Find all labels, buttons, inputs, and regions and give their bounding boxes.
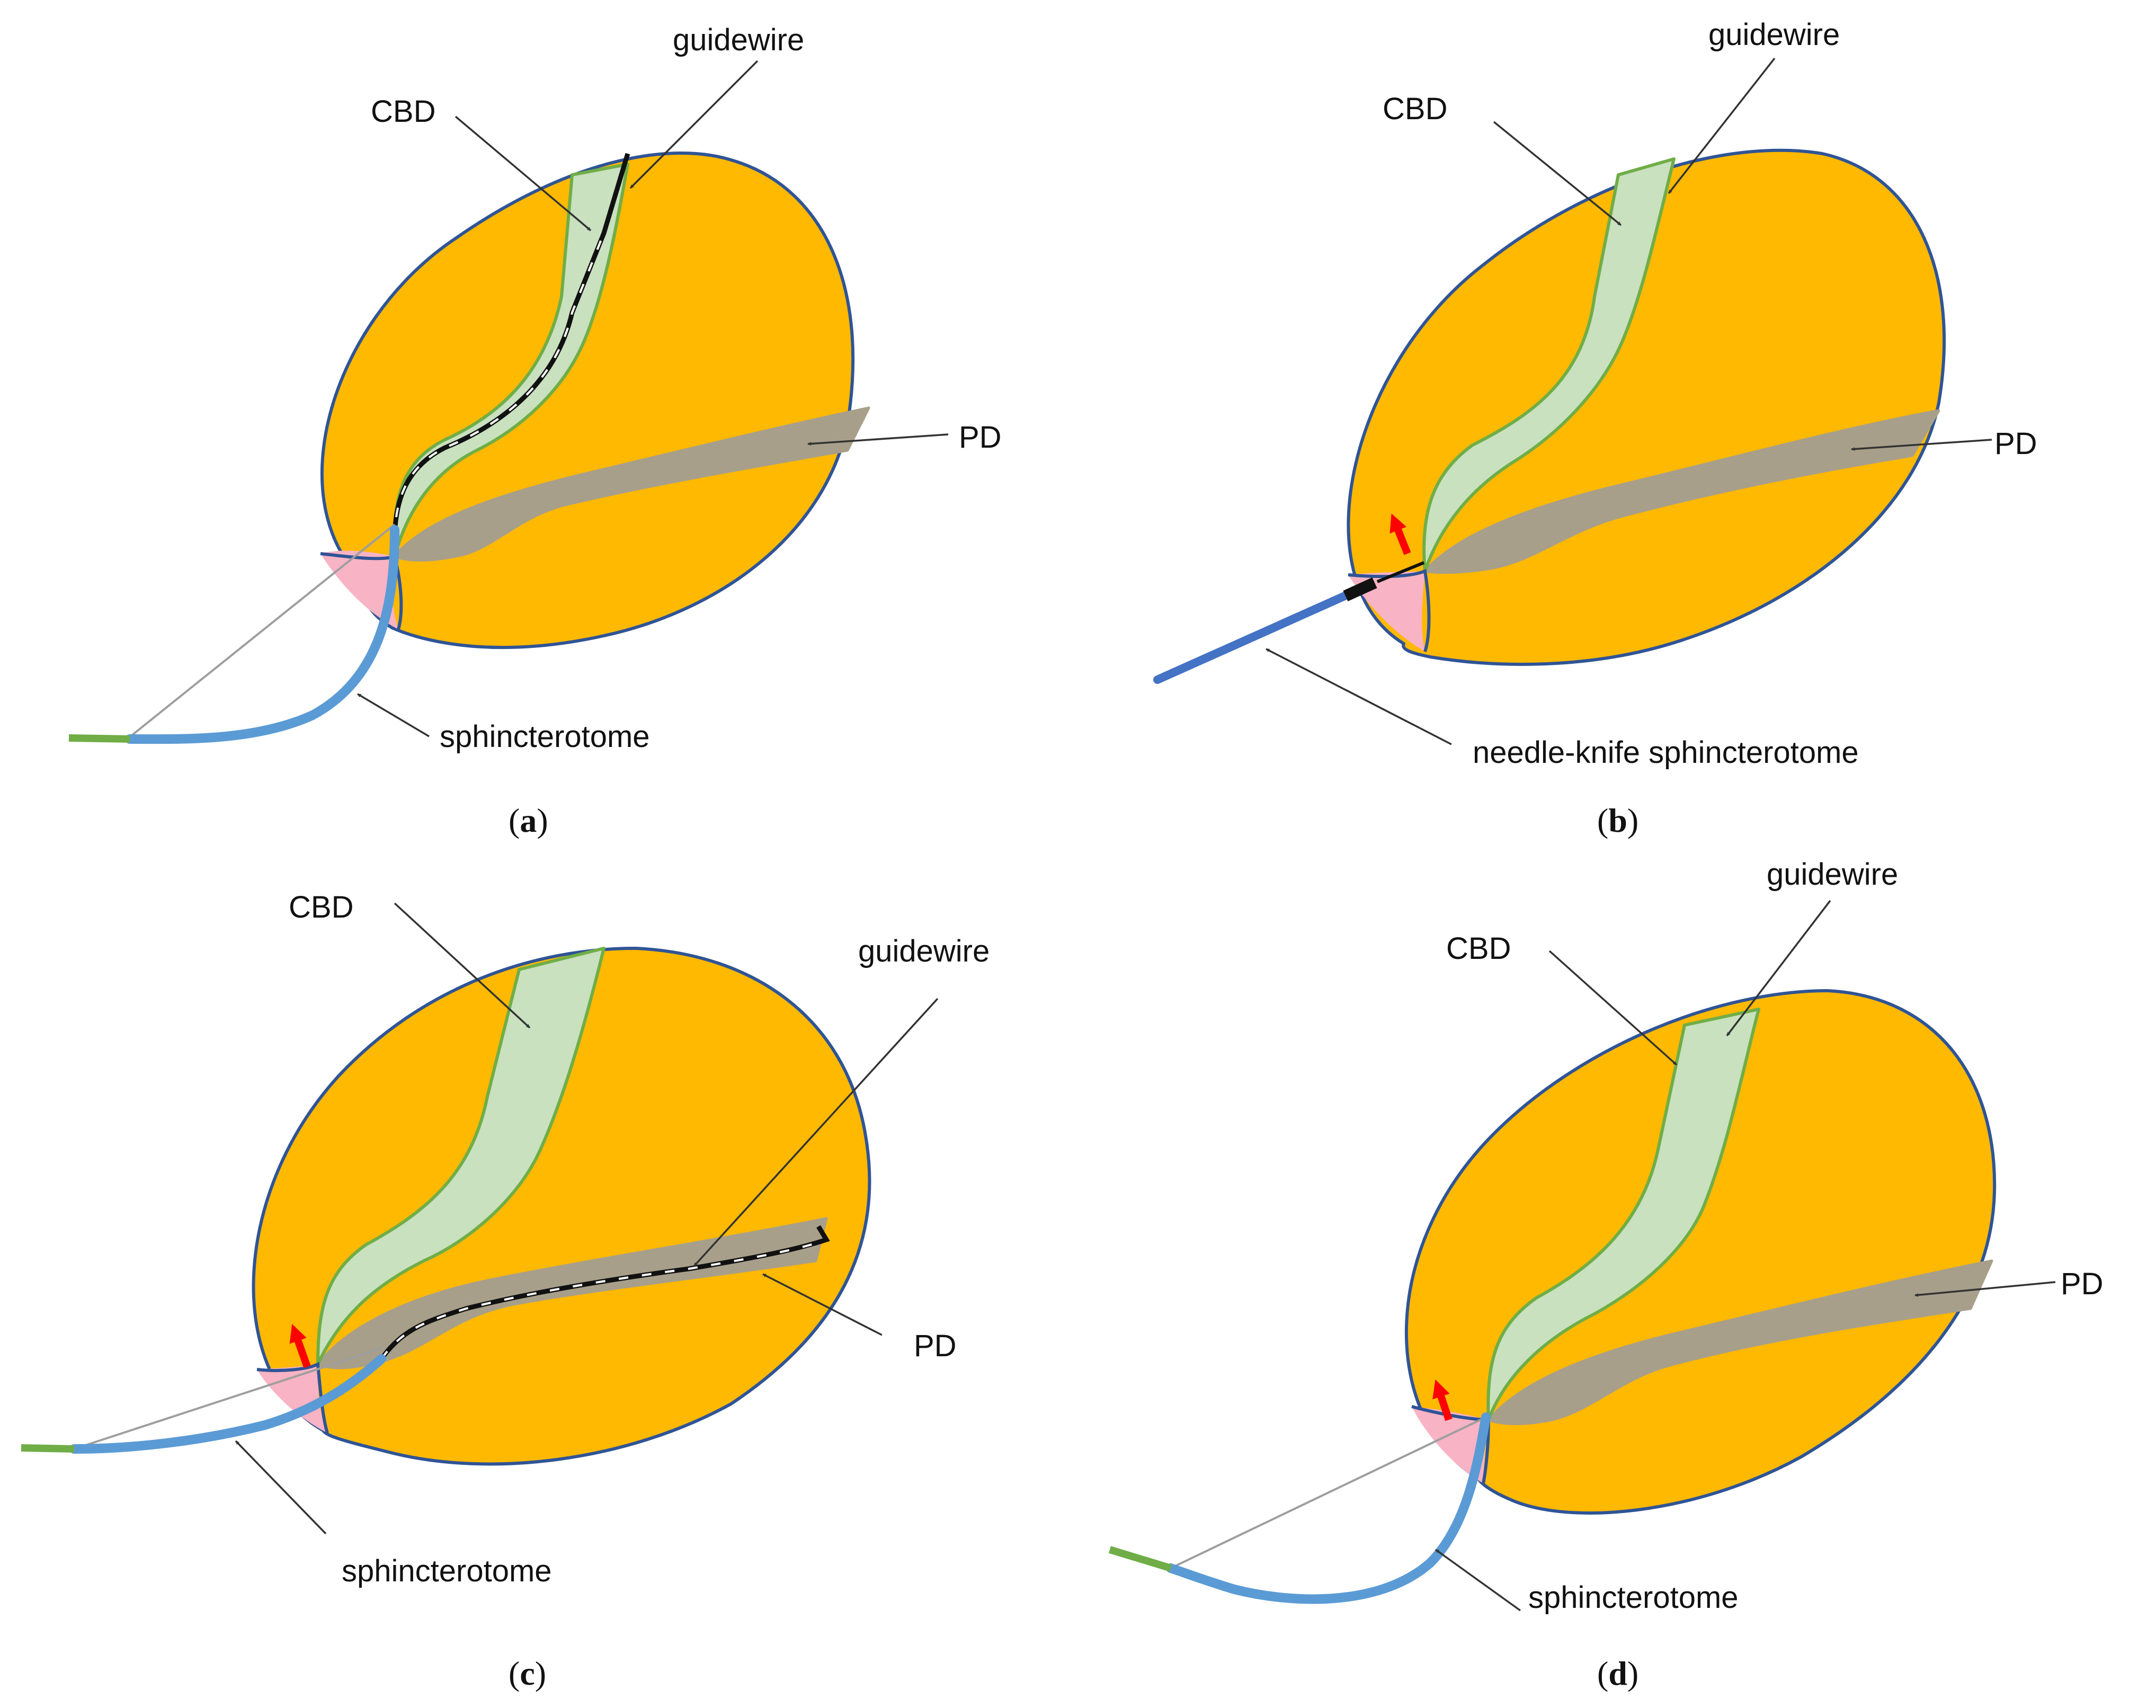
orifice-a	[320, 550, 398, 629]
pd-label-d: PD	[2061, 1267, 2104, 1301]
tool-pointer-b	[1266, 648, 1452, 745]
panel-b: CBD guidewire PD needle-knife sphinctero…	[1153, 17, 2037, 839]
pancreatic-duct-d	[1487, 1259, 1993, 1425]
pancreatic-duct-a	[393, 406, 870, 562]
tool-pointer-c	[235, 1440, 327, 1535]
needle-knife-shaft-b	[1153, 590, 1352, 684]
panel-c: CBD guidewire PD sphincterotome (c)	[21, 890, 990, 1692]
cbd-label-a: CBD	[371, 94, 435, 129]
tool-label-c: sphincterotome	[342, 1554, 552, 1588]
cbd-pointer-c	[394, 902, 531, 1029]
pd-label-a: PD	[959, 420, 1002, 455]
common-bile-duct-a	[393, 163, 629, 558]
caption-b: (b)	[1597, 802, 1638, 839]
pd-pointer-c	[762, 1273, 883, 1336]
papilla-fold-c	[256, 1362, 329, 1434]
cutting-wire-a	[126, 523, 396, 740]
tool-label-a: sphincterotome	[440, 719, 650, 754]
pd-pointer-b	[1851, 439, 1992, 451]
pancreatic-duct-c	[316, 1217, 828, 1369]
red-arrow-c	[289, 1323, 311, 1368]
cbd-pointer-d	[1548, 950, 1678, 1066]
cbd-label-c: CBD	[289, 890, 353, 924]
caption-d: (d)	[1597, 1654, 1638, 1692]
guidewire-label-c: guidewire	[858, 934, 990, 968]
needle-knife-blade-b	[1376, 561, 1425, 583]
panel-d: CBD guidewire PD sphincterotome (d)	[1108, 857, 2104, 1692]
guidewire-pointer-a	[629, 60, 759, 189]
caption-c: (c)	[509, 1654, 546, 1692]
red-arrow-d	[1432, 1379, 1453, 1421]
pd-pointer-d	[1914, 1281, 2056, 1297]
pd-pointer-a	[807, 433, 949, 446]
guidewire-c	[379, 1225, 830, 1360]
sphincterotome-d	[1166, 1412, 1491, 1604]
needle-knife-sheath-b	[1343, 577, 1377, 602]
caption-a: (a)	[509, 802, 548, 839]
common-bile-duct-d	[1486, 1008, 1760, 1421]
guidewire-a	[392, 153, 630, 541]
cbd-label-b: CBD	[1383, 92, 1447, 126]
cbd-label-d: CBD	[1446, 931, 1511, 966]
catheter-tip-c	[21, 1444, 75, 1453]
tool-label-d: sphincterotome	[1528, 1580, 1739, 1615]
orifice-c	[257, 1364, 327, 1433]
panel-a: CBD guidewire PD sphincterotome (a)	[68, 23, 1002, 839]
guidewire-label-d: guidewire	[1767, 857, 1898, 892]
cutting-wire-d	[1170, 1416, 1486, 1569]
catheter-tip-a	[68, 734, 130, 743]
guidewire-label-a: guidewire	[673, 23, 804, 57]
guidewire-sheen-c	[380, 1241, 819, 1360]
common-bile-duct-b	[1422, 157, 1676, 573]
red-arrow-b	[1389, 513, 1411, 555]
guidewire-pointer-d	[1726, 900, 1831, 1037]
sphincterotome-c	[69, 1354, 386, 1454]
cbd-pointer-b	[1493, 121, 1622, 226]
tool-pointer-a	[357, 693, 430, 737]
tool-pointer-d	[1435, 1549, 1521, 1612]
guidewire-sheen-a	[394, 233, 605, 541]
pancreatic-duct-b	[1423, 409, 1940, 574]
pd-label-b: PD	[1994, 426, 2037, 461]
cutting-wire-c	[74, 1347, 382, 1450]
guidewire-label-b: guidewire	[1708, 17, 1840, 52]
papilla-fold-b	[1348, 568, 1431, 652]
tool-label-b: needle-knife sphincterotome	[1473, 735, 1859, 770]
catheter-tip-d	[1108, 1546, 1172, 1572]
common-bile-duct-c	[316, 947, 605, 1366]
sphincterotome-a	[125, 525, 399, 744]
guidewire-pointer-c	[693, 998, 939, 1267]
guidewire-pointer-b	[1668, 57, 1776, 194]
pd-label-c: PD	[914, 1329, 957, 1363]
cbd-pointer-a	[455, 115, 592, 232]
